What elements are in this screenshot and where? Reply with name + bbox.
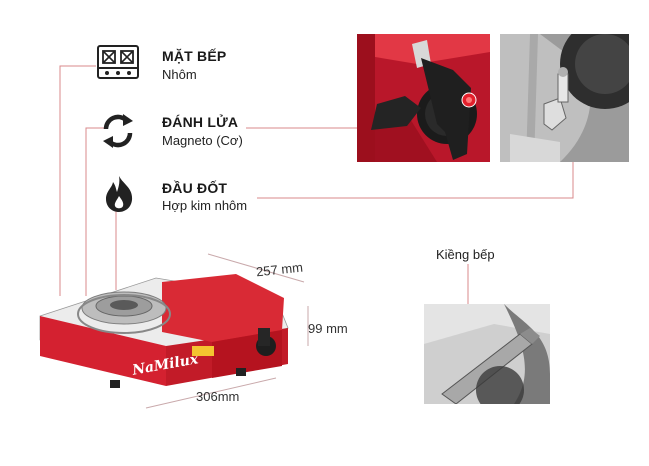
flame-icon	[106, 176, 133, 212]
dimension-height: 99 mm	[308, 321, 348, 336]
ignition-knob-photo	[357, 34, 490, 162]
ignition-cycle-icon	[103, 114, 133, 148]
feature-value-cooktop: Nhôm	[162, 67, 197, 82]
stove-illustration	[39, 274, 289, 388]
feature-title-burner: ĐẦU ĐỐT	[162, 180, 228, 196]
pot-support-label: Kiềng bếp	[436, 247, 495, 262]
feature-title-cooktop: MẶT BẾP	[162, 48, 227, 64]
feature-burner	[103, 174, 135, 219]
feature-ignition	[100, 112, 136, 155]
feature-cooktop	[96, 44, 140, 85]
cooktop-icon	[97, 45, 139, 79]
dimension-width: 306mm	[196, 389, 240, 404]
burner-closeup-photo	[500, 34, 629, 162]
pot-support-photo	[424, 304, 550, 404]
feature-title-ignition: ĐÁNH LỬA	[162, 114, 239, 130]
feature-value-ignition: Magneto (Cơ)	[162, 133, 243, 148]
feature-value-burner: Hợp kim nhôm	[162, 198, 248, 213]
